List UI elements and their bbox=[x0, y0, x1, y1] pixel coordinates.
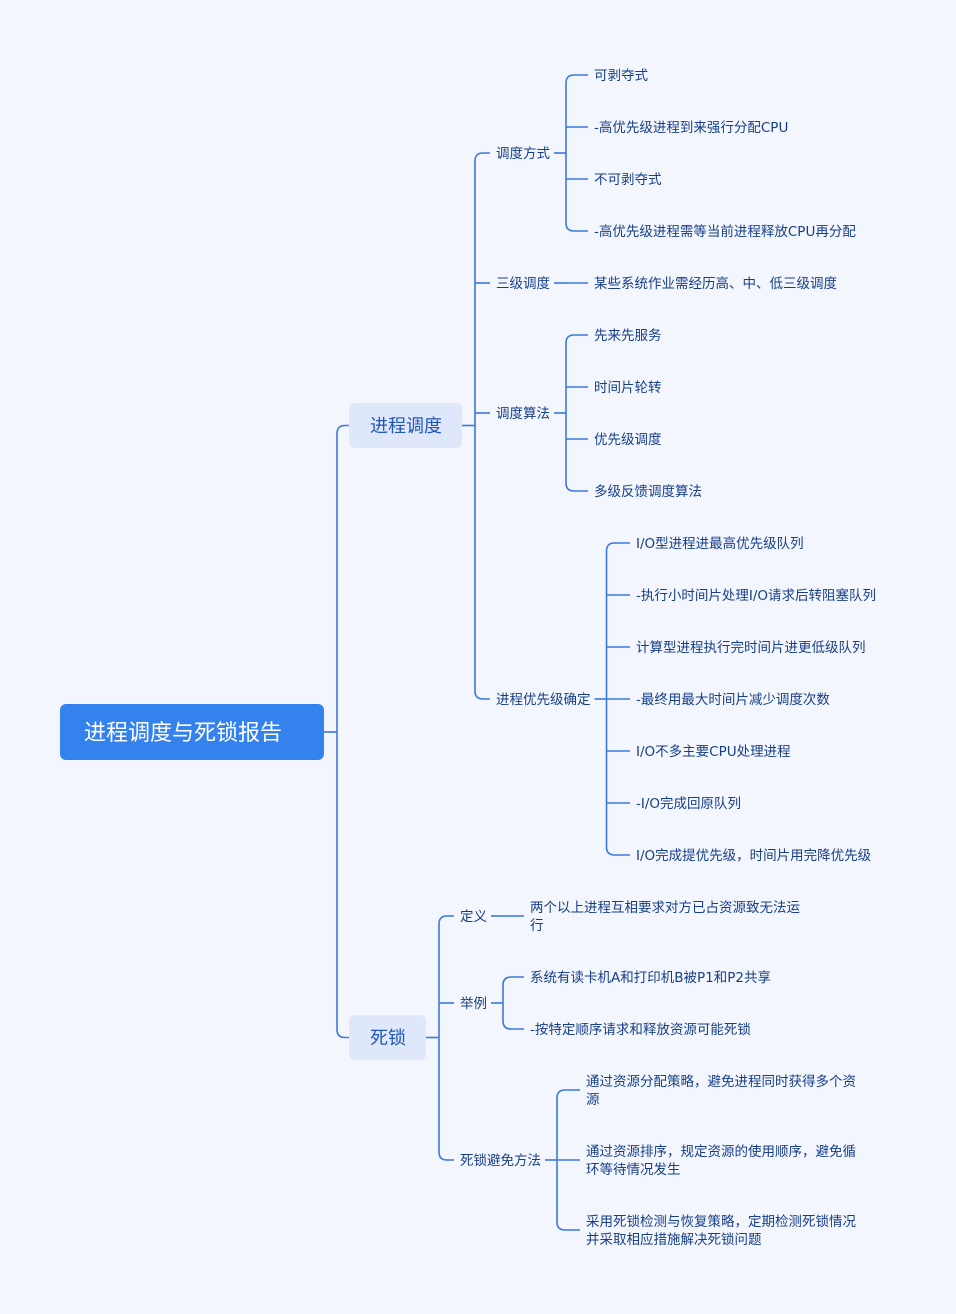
subtopic-0-2-connector-arm bbox=[565, 482, 588, 492]
leaf-label-line: 环等待情况发生 bbox=[586, 1161, 681, 1178]
branch-label: 进程调度 bbox=[370, 416, 442, 437]
subtopic-0-3-connector-arm bbox=[605, 542, 630, 552]
leaf-label-line: 两个以上进程互相要求对方已占资源致无法运 bbox=[530, 900, 800, 916]
leaf-label[interactable]: I/O不多主要CPU处理进程 bbox=[636, 743, 791, 760]
leaf-label[interactable]: -高优先级进程到来强行分配CPU bbox=[594, 119, 788, 136]
leaf-label[interactable]: -I/O完成回原队列 bbox=[636, 796, 741, 812]
leaf-label[interactable]: -高优先级进程需等当前进程释放CPU再分配 bbox=[594, 223, 856, 240]
branch-0-connector-arm bbox=[474, 152, 490, 162]
leaf-label[interactable]: 时间片轮转 bbox=[594, 380, 662, 396]
leaf-label-line: 并采取相应措施解决死锁问题 bbox=[586, 1231, 762, 1248]
branch-label: 死锁 bbox=[370, 1028, 406, 1049]
branch-1-connector-arm bbox=[438, 915, 454, 925]
leaf-label-line: 通过资源分配策略，避免进程同时获得多个资 bbox=[586, 1073, 856, 1090]
leaf-label-line: 通过资源排序，规定资源的使用顺序，避免循 bbox=[586, 1143, 856, 1160]
subtopic-1-1-connector-arm bbox=[502, 1020, 524, 1030]
connector-lines bbox=[324, 74, 630, 1231]
leaf-label[interactable]: 通过资源排序，规定资源的使用顺序，避免循环等待情况发生 bbox=[586, 1143, 856, 1178]
leaf-label[interactable]: -按特定顺序请求和释放资源可能死锁 bbox=[530, 1022, 751, 1038]
root-connector-arm bbox=[336, 424, 349, 434]
leaf-label-line: 采用死锁检测与恢复策略，定期检测死锁情况 bbox=[586, 1213, 856, 1230]
branch-0-connector-arm bbox=[474, 690, 490, 700]
subtopic-0-0-connector-arm bbox=[565, 74, 588, 84]
root-node-label: 进程调度与死锁报告 bbox=[84, 721, 282, 746]
leaf-label[interactable]: 系统有读卡机A和打印机B被P1和P2共享 bbox=[530, 969, 771, 986]
subtopic-label[interactable]: 死锁避免方法 bbox=[460, 1153, 541, 1169]
root-connector-arm bbox=[336, 1029, 349, 1039]
root-node[interactable] bbox=[60, 704, 324, 760]
branch-1-connector-arm bbox=[438, 1151, 454, 1161]
mind-map-nodes: 进程调度与死锁报告 进程调度 调度方式 可剥夺式 -高优先级进程到来强行分配CPU 不可剥… bbox=[60, 68, 876, 1248]
leaf-label[interactable]: 先来先服务 bbox=[594, 328, 662, 344]
subtopic-0-3-connector-arm bbox=[605, 846, 630, 856]
leaf-label[interactable]: 不可剥夺式 bbox=[594, 172, 662, 188]
subtopic-0-2-connector-arm bbox=[565, 334, 588, 344]
leaf-label[interactable]: 两个以上进程互相要求对方已占资源致无法运行 bbox=[530, 900, 800, 934]
leaf-label[interactable]: I/O型进程进最高优先级队列 bbox=[636, 535, 804, 552]
leaf-label[interactable]: I/O完成提优先级，时间片用完降优先级 bbox=[636, 848, 872, 864]
subtopic-label[interactable]: 进程优先级确定 bbox=[496, 692, 591, 708]
subtopic-label[interactable]: 调度算法 bbox=[496, 406, 550, 422]
subtopic-1-2-connector-arm bbox=[556, 1221, 580, 1231]
subtopic-label[interactable]: 三级调度 bbox=[496, 276, 550, 292]
branch-node[interactable] bbox=[349, 403, 462, 448]
leaf-label[interactable]: -执行小时间片处理I/O请求后转阻塞队列 bbox=[636, 587, 876, 604]
subtopic-1-2-connector-arm bbox=[556, 1089, 580, 1099]
leaf-label-line: 源 bbox=[586, 1092, 600, 1108]
subtopic-0-0-connector-arm bbox=[565, 222, 588, 232]
leaf-label-line: 行 bbox=[530, 918, 544, 934]
subtopic-label[interactable]: 定义 bbox=[460, 909, 487, 925]
leaf-label[interactable]: 某些系统作业需经历高、中、低三级调度 bbox=[594, 275, 837, 292]
leaf-label[interactable]: 采用死锁检测与恢复策略，定期检测死锁情况并采取相应措施解决死锁问题 bbox=[586, 1213, 856, 1248]
leaf-label[interactable]: 优先级调度 bbox=[594, 432, 662, 448]
leaf-label[interactable]: 多级反馈调度算法 bbox=[594, 483, 702, 500]
leaf-label[interactable]: -最终用最大时间片减少调度次数 bbox=[636, 692, 830, 708]
subtopic-1-1-connector-arm bbox=[502, 976, 524, 986]
leaf-label[interactable]: 通过资源分配策略，避免进程同时获得多个资源 bbox=[586, 1073, 856, 1108]
subtopic-label[interactable]: 调度方式 bbox=[496, 146, 550, 162]
leaf-label[interactable]: 计算型进程执行完时间片进更低级队列 bbox=[636, 640, 866, 656]
leaf-label[interactable]: 可剥夺式 bbox=[594, 68, 648, 84]
subtopic-label[interactable]: 举例 bbox=[460, 996, 487, 1012]
branch-node[interactable] bbox=[349, 1015, 426, 1060]
